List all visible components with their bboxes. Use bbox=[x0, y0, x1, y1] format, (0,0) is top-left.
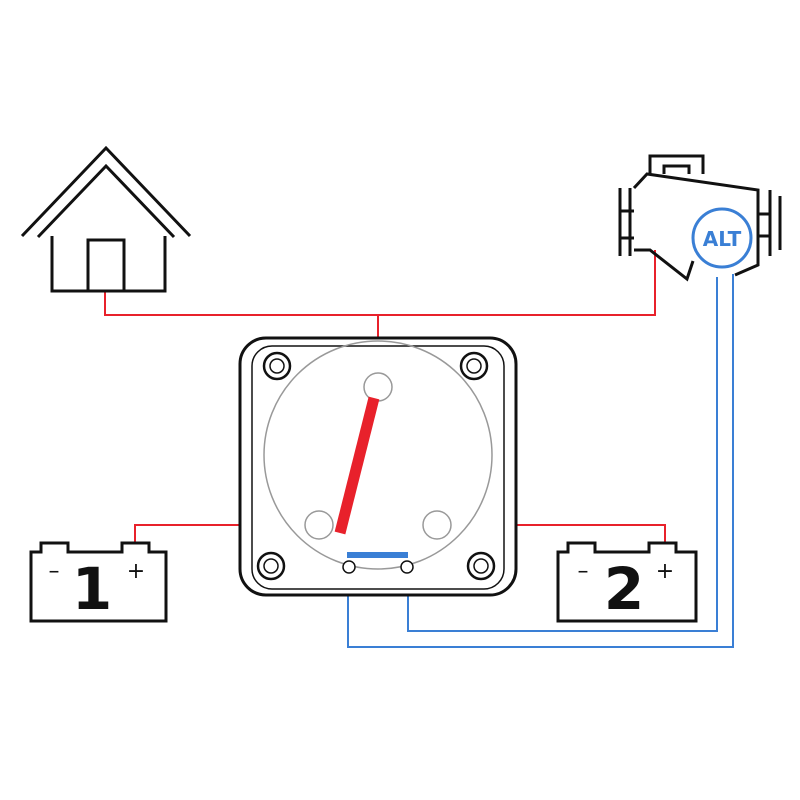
field-terminal-right bbox=[400, 560, 414, 574]
blue-wires bbox=[347, 274, 734, 648]
alternator-label: ALT bbox=[703, 227, 742, 251]
mounting-screw-bottom-right bbox=[466, 551, 496, 581]
mounting-screw-bottom-left bbox=[256, 551, 286, 581]
battery2-wire bbox=[452, 524, 666, 543]
battery-2-number: 2 bbox=[604, 555, 644, 623]
switch-selector-arm bbox=[334, 396, 380, 535]
field-terminal-left bbox=[342, 560, 356, 574]
terminal-battery-1 bbox=[304, 510, 334, 540]
red-wires bbox=[104, 250, 666, 543]
battery-1-body bbox=[29, 541, 168, 623]
house-icon bbox=[20, 145, 192, 293]
battery-selector-switch bbox=[238, 336, 518, 597]
battery-1-plus: + bbox=[127, 559, 145, 584]
battery-2-plus: + bbox=[656, 559, 674, 584]
alt-wire-outer bbox=[347, 274, 734, 648]
battery-1-number: 1 bbox=[72, 555, 112, 623]
alternator-circle bbox=[691, 207, 753, 269]
field-disconnect-bar bbox=[347, 552, 408, 558]
battery-1: – + 1 bbox=[29, 541, 168, 623]
battery-2-minus: – bbox=[578, 559, 589, 584]
switch-dial-face bbox=[263, 340, 493, 570]
mounting-screw-top-left bbox=[262, 351, 292, 381]
alternator: ALT bbox=[691, 207, 753, 269]
battery-2: – + 2 bbox=[556, 541, 698, 623]
mounting-screw-top-right bbox=[459, 351, 489, 381]
engine-icon bbox=[618, 154, 782, 282]
terminal-battery-2 bbox=[422, 510, 452, 540]
switch-inner-housing bbox=[251, 345, 505, 590]
terminal-common bbox=[363, 372, 393, 402]
battery-2-body bbox=[556, 541, 698, 623]
battery-1-minus: – bbox=[49, 559, 60, 584]
house-load-wire bbox=[104, 250, 656, 316]
alt-wire-inner bbox=[407, 277, 718, 632]
